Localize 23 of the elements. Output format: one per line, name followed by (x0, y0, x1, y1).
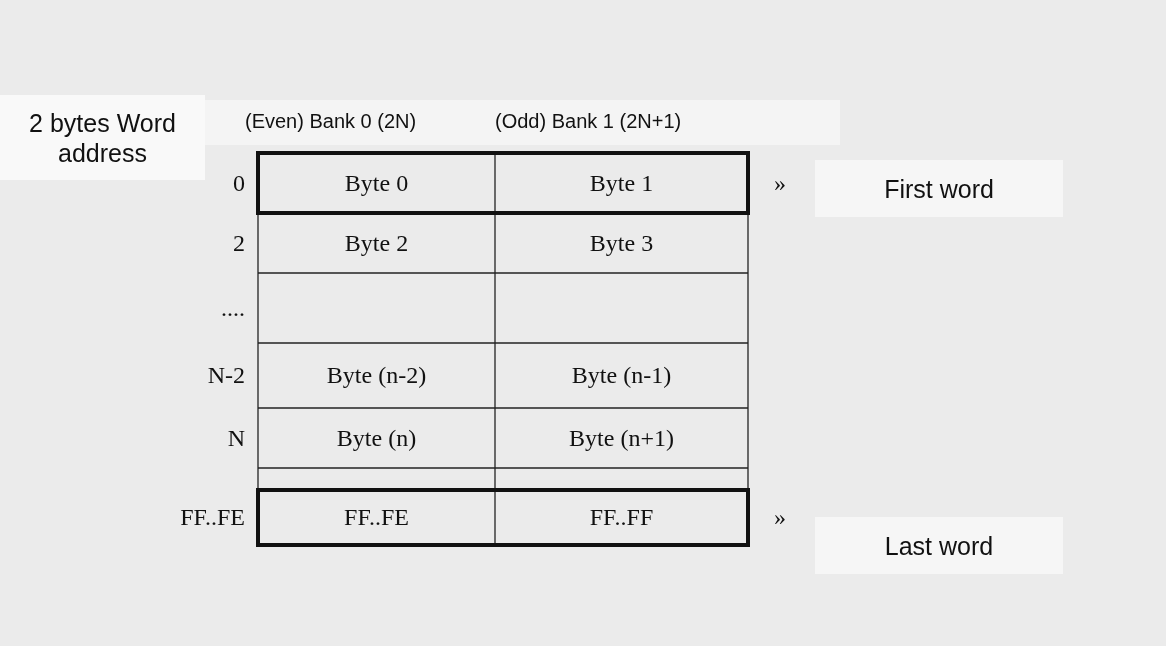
address-label: FF..FE (179, 503, 245, 532)
address-header-box: 2 bytes Word address (0, 95, 205, 180)
address-label: 2 (232, 228, 245, 258)
address-label: N (226, 423, 245, 453)
byte-label: Byte (n-2) (325, 361, 428, 390)
byte-label: FF..FF (588, 503, 655, 532)
byte-label: Byte (n) (335, 423, 418, 453)
address-label: 0 (232, 168, 245, 198)
word-label-box: First word (815, 160, 1063, 217)
chevron-mark: » (773, 168, 787, 198)
byte-label: Byte 1 (588, 168, 655, 198)
address-label: .... (220, 293, 245, 323)
byte-label: Byte 2 (343, 228, 410, 258)
word-label-box: Last word (815, 517, 1063, 574)
byte-label: Byte 0 (343, 168, 410, 198)
byte-label: Byte (n-1) (570, 361, 673, 390)
byte-label: FF..FE (343, 503, 410, 532)
byte-label: Byte (n+1) (568, 423, 675, 453)
column-heading: (Even) Bank 0 (2N) (245, 110, 417, 133)
byte-label: Byte 3 (588, 228, 655, 258)
address-label: N-2 (206, 361, 245, 390)
column-heading: (Odd) Bank 1 (2N+1) (495, 110, 682, 133)
chevron-mark: » (773, 503, 787, 532)
